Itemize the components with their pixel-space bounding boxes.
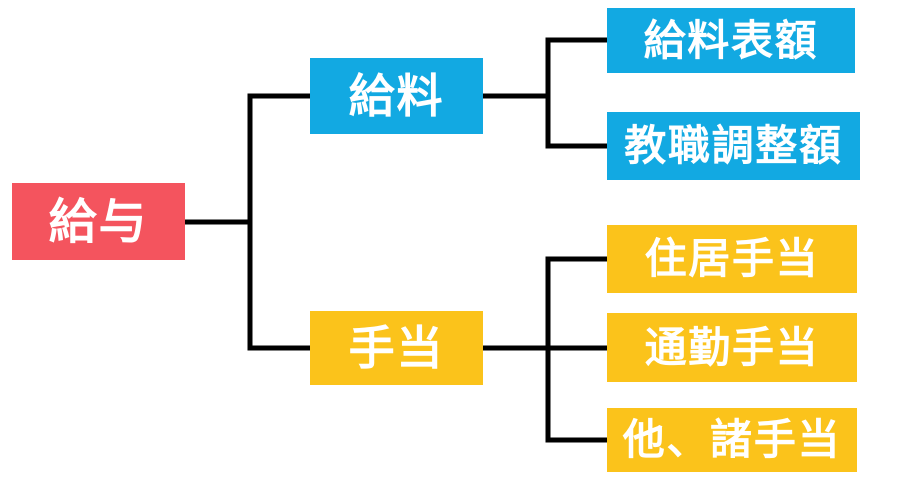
node-salary-table-amount-label: 給料表額 (643, 15, 819, 65)
node-allowance-label: 手当 (348, 321, 445, 375)
node-housing-allowance: 住居手当 (607, 225, 857, 293)
node-base-salary-label: 給料 (348, 69, 445, 123)
node-commuting-allowance: 通勤手当 (607, 313, 857, 382)
node-base-salary: 給料 (310, 58, 483, 134)
node-salary-root: 給与 (12, 183, 185, 260)
node-other-allowances-label: 他、諸手当 (622, 415, 842, 464)
node-other-allowances: 他、諸手当 (607, 408, 857, 472)
node-commuting-allowance-label: 通勤手当 (644, 322, 820, 372)
node-salary-table-amount: 給料表額 (607, 8, 855, 73)
node-teaching-adjustment-label: 教職調整額 (624, 121, 843, 170)
node-salary-root-label: 給与 (48, 193, 149, 250)
node-allowance: 手当 (310, 311, 483, 385)
node-teaching-adjustment: 教職調整額 (607, 112, 860, 180)
node-housing-allowance-label: 住居手当 (644, 234, 820, 283)
